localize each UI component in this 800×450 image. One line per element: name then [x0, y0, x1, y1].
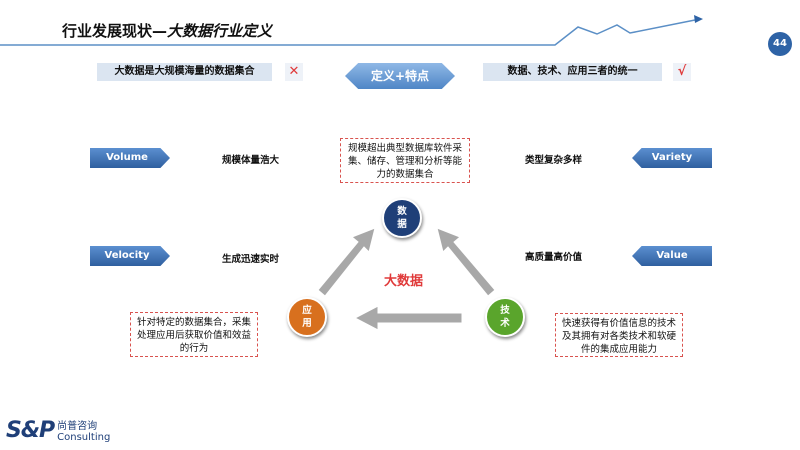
logo: S&P 尚普咨询 Consulting [6, 418, 110, 443]
header-trend-line [0, 15, 703, 46]
arrow-tech-to-app [353, 305, 463, 331]
volume-arrow: Volume [90, 148, 170, 168]
app-description: 针对特定的数据集合，采集处理应用后获取价值和效益的行为 [130, 312, 258, 357]
cross-icon: ✕ [285, 63, 303, 81]
wrong-statement: 大数据是大规模海量的数据集合 [97, 63, 272, 81]
definition-label: 定义+特点 [345, 63, 455, 89]
data-node: 数据 [382, 198, 422, 238]
arrow-app-to-data [317, 227, 376, 297]
logo-mark: S&P [6, 418, 55, 443]
velocity-desc: 生成迅速实时 [222, 254, 280, 265]
right-statement: 数据、技术、应用三者的统一 [483, 63, 662, 81]
variety-desc: 类型复杂多样 [525, 155, 583, 166]
velocity-arrow: Velocity [90, 246, 170, 266]
check-icon: √ [673, 63, 691, 81]
value-arrow: Value [632, 246, 712, 266]
app-node: 应用 [287, 297, 327, 337]
value-desc: 高质量高价值 [525, 252, 583, 263]
tech-node: 技术 [485, 297, 525, 337]
logo-en: Consulting [57, 432, 111, 443]
arrow-tech-to-data [436, 227, 496, 297]
logo-cn: 尚普咨询 [57, 421, 98, 432]
big-data-label: 大数据 [384, 274, 424, 289]
tech-description: 快速获得有价值信息的技术及其拥有对各类技术和软硬件的集成应用能力 [555, 313, 683, 357]
data-description: 规模超出典型数据库软件采集、储存、管理和分析等能力的数据集合 [340, 138, 470, 183]
page-title: 行业发展现状—大数据行业定义 [62, 22, 273, 40]
variety-arrow: Variety [632, 148, 712, 168]
page-number-badge: 44 [768, 32, 792, 56]
volume-desc: 规模体量浩大 [222, 155, 280, 166]
